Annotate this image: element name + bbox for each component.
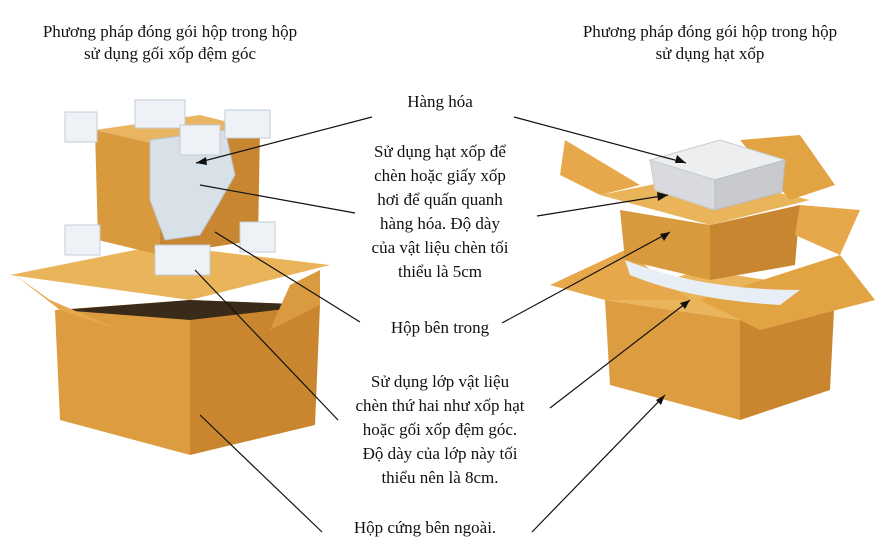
arrowhead (657, 192, 668, 201)
label-goods: Hàng hóa (407, 92, 473, 111)
left-title-line: sử dụng gối xốp đệm góc (83, 44, 257, 63)
right-title-line: Phương pháp đóng gói hộp trong hộp (582, 22, 838, 41)
arrowhead (196, 157, 207, 165)
leader-filler-right (536, 194, 669, 217)
left-title-line: Phương pháp đóng gói hộp trong hộp (42, 22, 298, 41)
leader-lines (194, 116, 691, 533)
leader-outer-left (199, 414, 323, 533)
right-inner-box (560, 135, 860, 280)
leader-layer-right (549, 299, 691, 409)
arrowhead (656, 395, 665, 405)
label-line: thiểu nên là 8cm. (381, 468, 499, 487)
label-line: hàng hóa. Độ dày (380, 214, 500, 233)
leader-goods-right (513, 116, 687, 164)
label-second-layer: Sử dụng lớp vật liệu chèn thứ hai như xố… (320, 370, 560, 490)
label-line: thiểu là 5cm (397, 262, 483, 281)
arrowhead (660, 232, 670, 241)
label-filler: Sử dụng hạt xốp để chèn hoặc giấy xốp hơ… (340, 140, 540, 284)
label-inner-box: Hộp bên trong (390, 318, 490, 337)
leader-goods-left (195, 116, 373, 164)
label-line: chèn thứ hai như xốp hạt (355, 396, 525, 415)
label-line: hoặc gối xốp đệm góc. (362, 420, 518, 439)
label-line: của vật liệu chèn tối (371, 238, 509, 257)
label-outer-box: Hộp cứng bên ngoài. (353, 518, 497, 537)
label-line: chèn hoặc giấy xốp (374, 166, 506, 185)
right-title-line: sử dụng hạt xốp (655, 44, 765, 63)
right-outer-box (550, 250, 875, 420)
foam-corner-pads (64, 99, 276, 276)
arrowhead (675, 155, 686, 163)
goods-box (648, 139, 787, 211)
arrowhead (680, 300, 690, 309)
left-outer-box (10, 245, 330, 455)
leader-outer-right (531, 394, 666, 533)
label-line: Sử dụng hạt xốp để (374, 142, 506, 161)
left-inner-box (95, 115, 260, 255)
left-title: Phương pháp đóng gói hộp trong hộp sử dụ… (10, 21, 330, 65)
label-line: hơi để quấn quanh (377, 190, 503, 209)
label-line: Sử dụng lớp vật liệu (370, 372, 510, 391)
leader-inner-right (501, 231, 671, 324)
leader-filler-left (199, 184, 356, 214)
label-line: Độ dày của lớp này tối (362, 444, 518, 463)
leader-inner-left (214, 231, 361, 323)
right-title: Phương pháp đóng gói hộp trong hộp sử dụ… (545, 21, 875, 65)
leader-layer-left (194, 269, 339, 421)
